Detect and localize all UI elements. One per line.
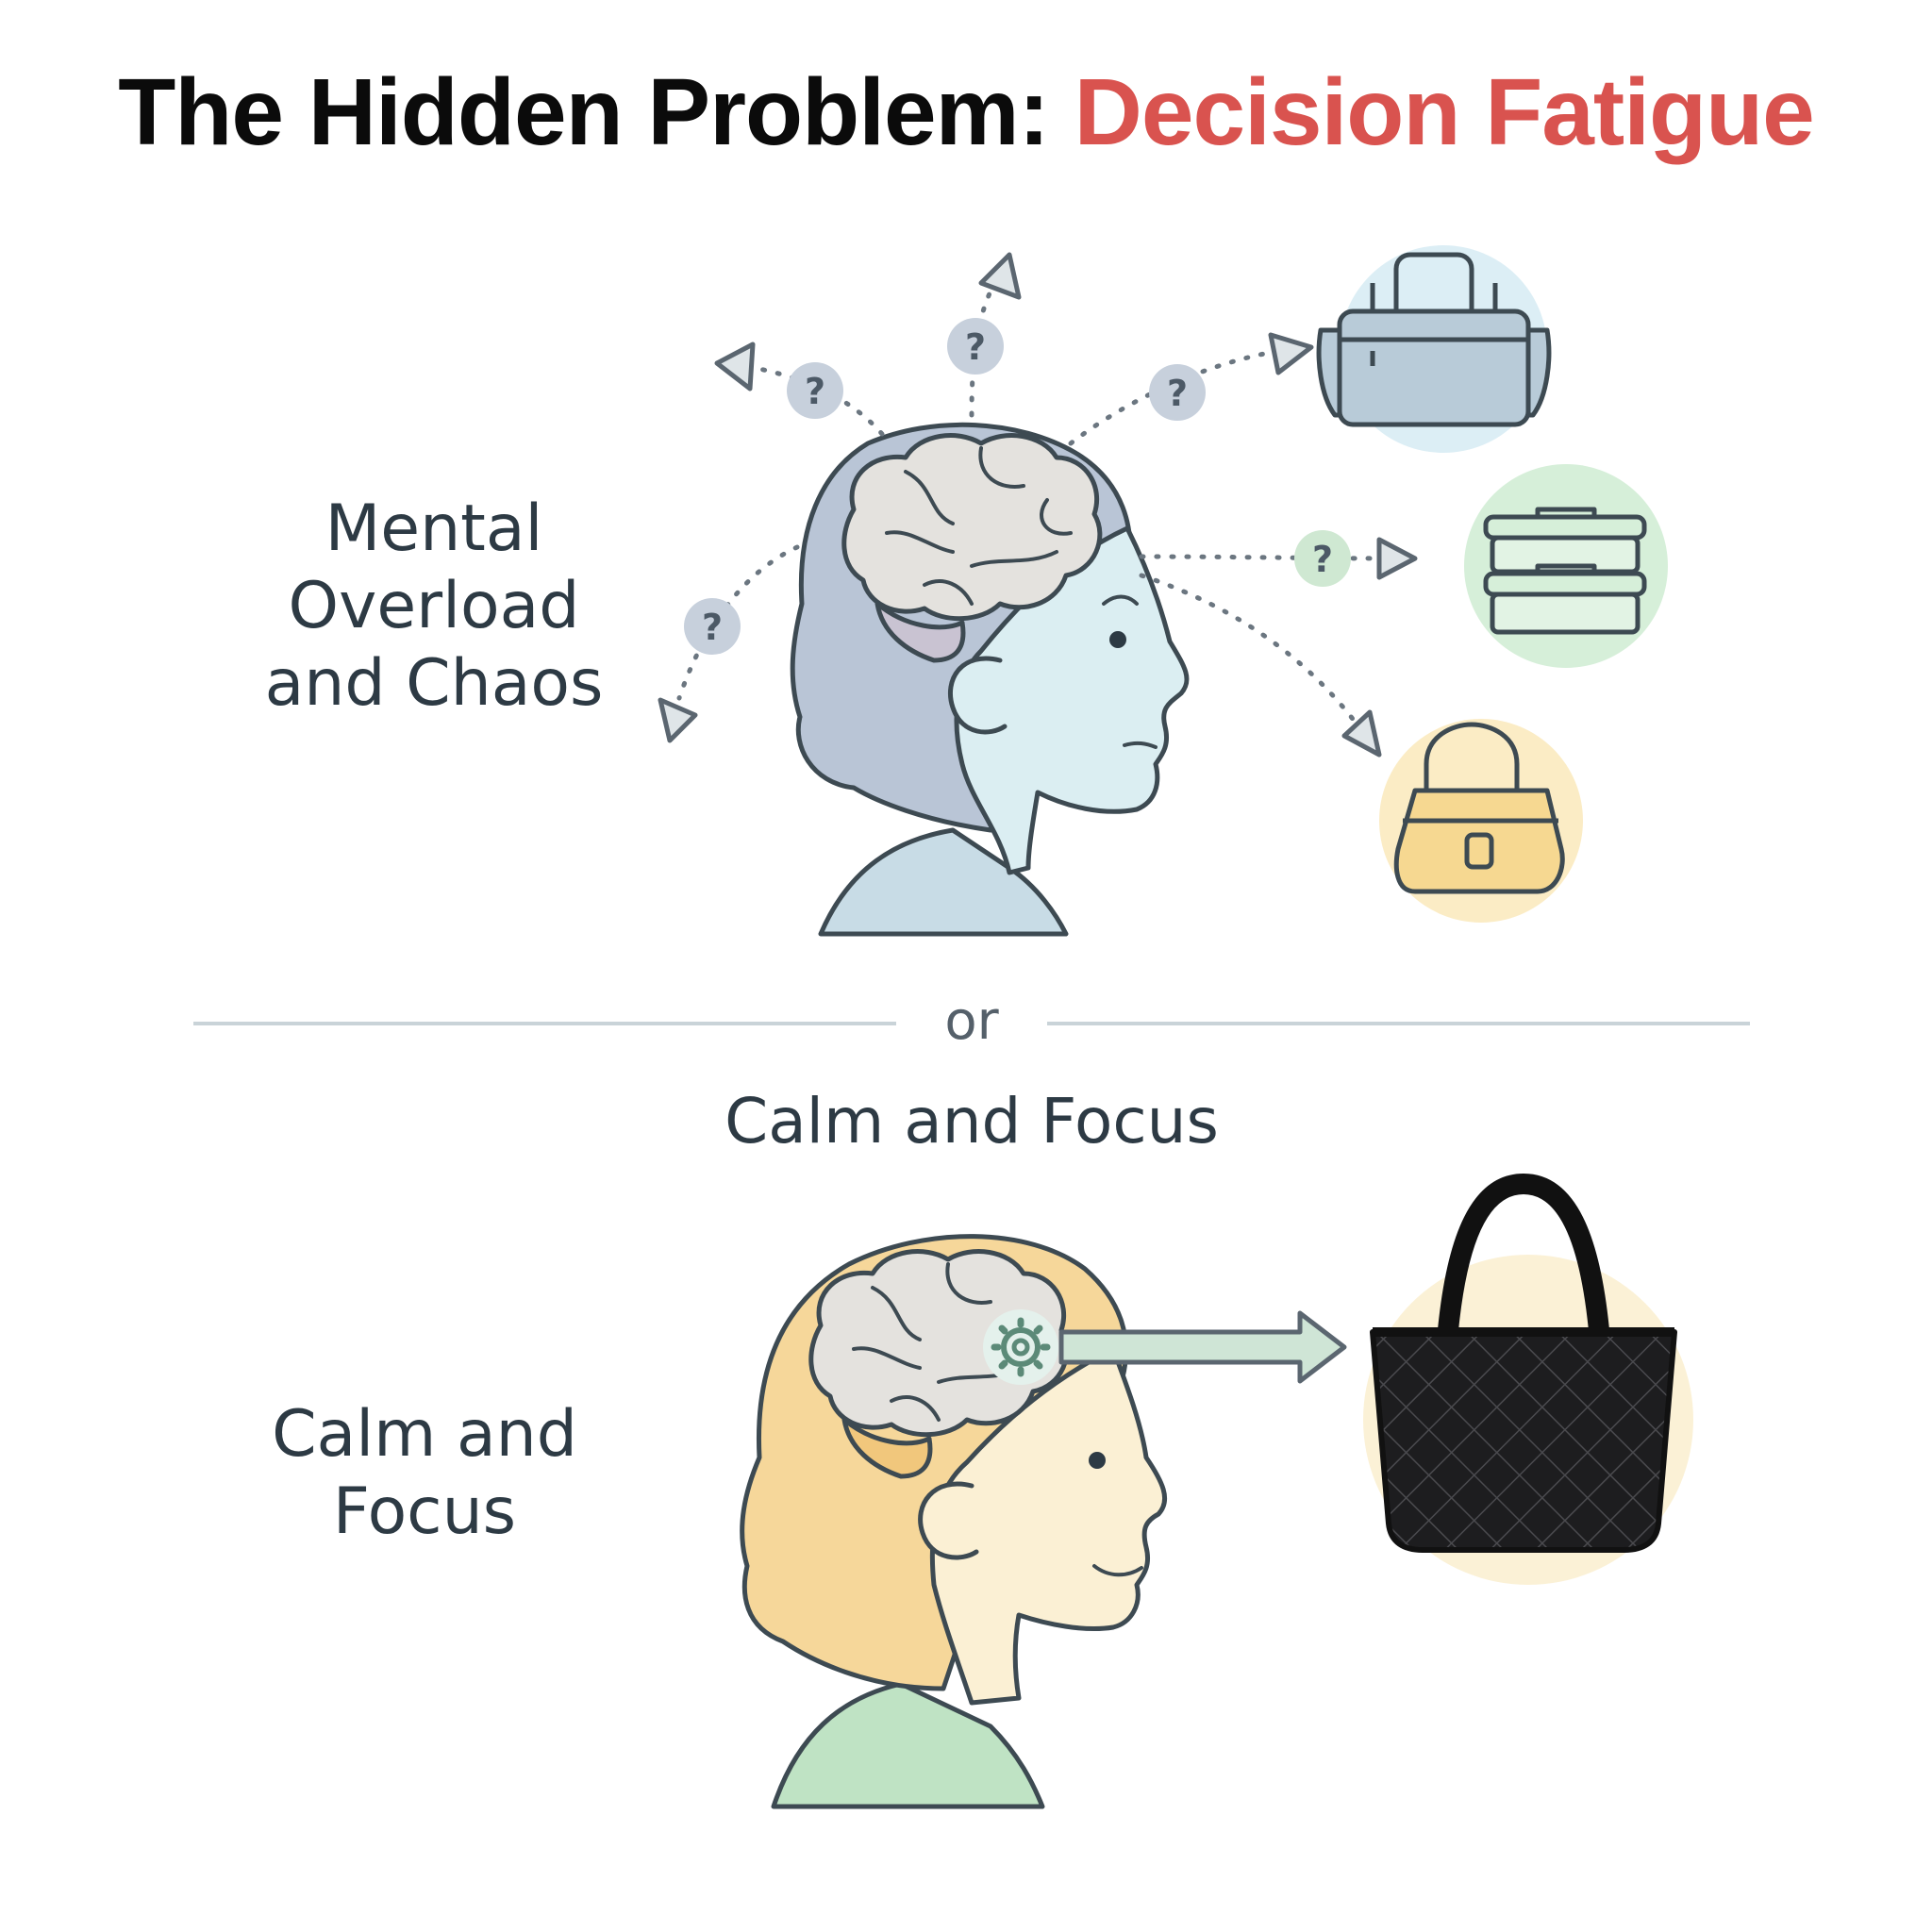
page-title: The Hidden Problem: Decision Fatigue <box>0 58 1932 167</box>
arrow-icons <box>658 252 1418 758</box>
question-text: ? <box>1167 373 1188 414</box>
calm-shirt <box>771 1681 1045 1809</box>
tote-bag-icon[interactable] <box>1363 1173 1693 1585</box>
calm-label-line1: Calm and <box>272 1397 577 1472</box>
calm-label: Calm and Focus <box>189 1396 660 1551</box>
calm-brainstem <box>841 1417 933 1479</box>
food-container-icon[interactable] <box>1464 464 1668 668</box>
calm-label-line2: Focus <box>332 1474 517 1549</box>
focus-connection <box>983 1309 1347 1385</box>
overload-eye <box>1109 631 1126 648</box>
question-icon <box>787 362 843 419</box>
arrow-icon <box>714 341 756 391</box>
arrow-icon <box>1268 332 1314 375</box>
question-text: ? <box>805 371 825 412</box>
focus-arrow-icon <box>1058 1310 1347 1384</box>
question-text: ? <box>702 607 723 648</box>
question-icon <box>947 318 1004 375</box>
question-icon <box>1149 364 1206 421</box>
overload-head-illustration <box>790 422 1190 937</box>
overload-label-line3: and Chaos <box>264 646 604 721</box>
calm-ear <box>918 1481 979 1560</box>
briefcase-icon[interactable] <box>1316 245 1552 453</box>
calm-head-illustration <box>740 1234 1168 1809</box>
arrow-icon <box>1376 537 1418 580</box>
calm-eye <box>1089 1452 1106 1469</box>
divider-or-text: or <box>944 991 999 1052</box>
overload-label: Mental Overload and Chaos <box>189 491 679 723</box>
question-text: ? <box>1312 539 1333 580</box>
handbag-icon[interactable] <box>1379 719 1583 923</box>
overload-shirt <box>818 827 1069 937</box>
overload-ear <box>947 656 1008 735</box>
overload-brain <box>841 433 1103 622</box>
overload-label-line1: Mental <box>325 491 543 566</box>
question-bubbles: ? ? ? ? ? <box>684 318 1351 655</box>
arrow-icon <box>978 252 1022 300</box>
question-icon <box>1294 530 1351 587</box>
arrow-icon <box>1341 709 1382 758</box>
calm-heading: Calm and Focus <box>724 1085 1219 1158</box>
overload-label-line2: Overload <box>288 569 580 643</box>
title-accent: Decision Fatigue <box>1074 59 1815 165</box>
title-main: The Hidden Problem: <box>118 59 1074 165</box>
arrow-icon <box>658 697 698 743</box>
gear-icon <box>991 1317 1051 1377</box>
question-text: ? <box>965 326 986 368</box>
question-icon <box>684 598 741 655</box>
overload-brainstem <box>874 601 966 663</box>
